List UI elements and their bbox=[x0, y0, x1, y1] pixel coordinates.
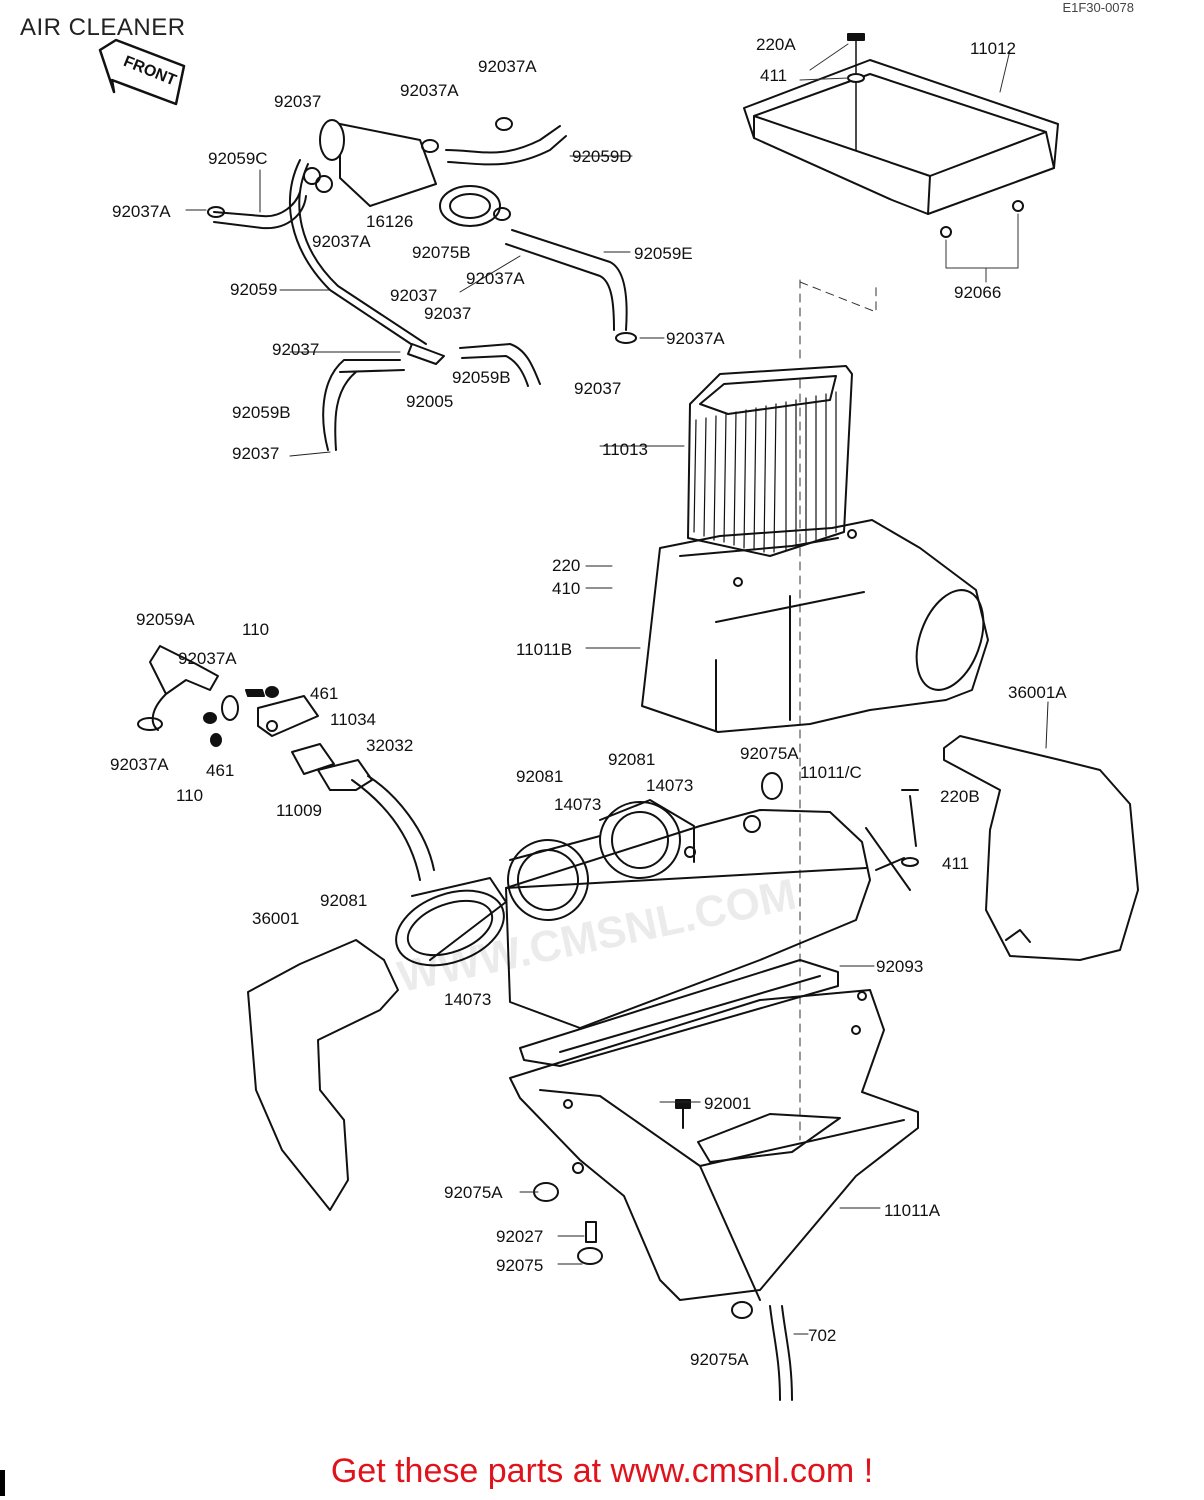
part-label-410[interactable]: 410 bbox=[552, 579, 581, 598]
part-label-220B[interactable]: 220B bbox=[940, 787, 980, 806]
reference-code: E1F30-0078 bbox=[1062, 0, 1134, 15]
part-label-92037_4[interactable]: 92037 bbox=[272, 340, 320, 359]
part-label-411a[interactable]: 411 bbox=[760, 66, 788, 85]
part-label-92037A_1[interactable]: 92037A bbox=[478, 57, 537, 76]
air-cleaner-middle-housing bbox=[505, 772, 919, 1029]
part-label-92066[interactable]: 92066 bbox=[954, 283, 1002, 302]
air-cleaner-upper-housing bbox=[641, 519, 989, 733]
part-label-92075A_2[interactable]: 92075A bbox=[444, 1183, 503, 1202]
part-label-92059A[interactable]: 92059A bbox=[136, 610, 195, 629]
part-label-92005[interactable]: 92005 bbox=[406, 392, 454, 411]
part-label-92037A_5[interactable]: 92037A bbox=[466, 269, 525, 288]
edge-marker bbox=[0, 1470, 5, 1496]
part-label-92081_3[interactable]: 92081 bbox=[320, 891, 368, 910]
part-label-92037_1[interactable]: 92037 bbox=[274, 92, 322, 111]
part-label-92037_2[interactable]: 92037 bbox=[390, 286, 438, 305]
front-arrow-icon: FRONT bbox=[98, 38, 186, 106]
part-label-32032[interactable]: 32032 bbox=[366, 736, 414, 755]
part-label-11011C[interactable]: 11011/C bbox=[800, 763, 862, 782]
part-label-110b[interactable]: 110 bbox=[176, 786, 204, 805]
breather-hoses bbox=[207, 117, 637, 451]
part-label-92037_3[interactable]: 92037 bbox=[424, 304, 472, 323]
part-label-11013[interactable]: 11013 bbox=[602, 440, 649, 459]
air-cleaner-gasket bbox=[519, 959, 839, 1067]
page-title: AIR CLEANER bbox=[20, 14, 186, 41]
part-label-92059C[interactable]: 92059C bbox=[208, 149, 268, 168]
part-label-14073_2[interactable]: 14073 bbox=[554, 795, 602, 814]
part-label-220A[interactable]: 220A bbox=[756, 35, 796, 54]
part-label-92037A_8[interactable]: 92037A bbox=[110, 755, 169, 774]
part-label-92059[interactable]: 92059 bbox=[230, 280, 278, 299]
part-label-702[interactable]: 702 bbox=[808, 1326, 837, 1345]
air-cleaner-lower-housing bbox=[509, 989, 919, 1401]
part-label-92037A_2[interactable]: 92037A bbox=[400, 81, 459, 100]
part-label-92037_6[interactable]: 92037 bbox=[232, 444, 280, 463]
part-label-92093[interactable]: 92093 bbox=[876, 957, 924, 976]
part-label-11012[interactable]: 11012 bbox=[970, 39, 1017, 58]
part-label-92081_1[interactable]: 92081 bbox=[608, 750, 656, 769]
part-label-92037A_6[interactable]: 92037A bbox=[666, 329, 725, 348]
part-label-92059E[interactable]: 92059E bbox=[634, 244, 693, 263]
part-label-36001[interactable]: 36001 bbox=[252, 909, 300, 928]
part-label-220[interactable]: 220 bbox=[552, 556, 581, 575]
part-label-14073_1[interactable]: 14073 bbox=[646, 776, 694, 795]
part-label-11011B[interactable]: 11011B bbox=[516, 640, 573, 659]
side-cover-right bbox=[943, 735, 1139, 961]
part-label-92037A_7[interactable]: 92037A bbox=[178, 649, 237, 668]
part-label-92001[interactable]: 92001 bbox=[704, 1094, 752, 1113]
air-cleaner-cover bbox=[743, 33, 1059, 238]
part-label-92037A_3[interactable]: 92037A bbox=[112, 202, 171, 221]
watermark-text: WWW.CMSNL.COM bbox=[393, 870, 800, 1002]
part-label-36001A[interactable]: 36001A bbox=[1008, 683, 1067, 702]
part-label-92075A_3[interactable]: 92075A bbox=[690, 1350, 749, 1369]
part-label-92037_5[interactable]: 92037 bbox=[574, 379, 622, 398]
part-label-16126[interactable]: 16126 bbox=[366, 212, 414, 231]
part-label-461a[interactable]: 461 bbox=[310, 684, 339, 703]
part-label-11009[interactable]: 11009 bbox=[276, 801, 323, 820]
vacuum-fittings bbox=[137, 645, 435, 881]
part-label-92075A_1[interactable]: 92075A bbox=[740, 744, 799, 763]
part-label-92081_2[interactable]: 92081 bbox=[516, 767, 564, 786]
part-label-461b[interactable]: 461 bbox=[206, 761, 235, 780]
side-cover-left bbox=[247, 939, 399, 1211]
part-label-411b[interactable]: 411 bbox=[942, 854, 970, 873]
part-label-92059D[interactable]: 92059D bbox=[572, 147, 632, 166]
part-label-92027[interactable]: 92027 bbox=[496, 1227, 544, 1246]
part-label-14073_3[interactable]: 14073 bbox=[444, 990, 492, 1009]
call-to-action[interactable]: Get these parts at www.cmsnl.com ! bbox=[330, 1452, 874, 1490]
part-label-92075B[interactable]: 92075B bbox=[412, 243, 471, 262]
part-label-11011A[interactable]: 11011A bbox=[884, 1201, 941, 1220]
air-filter-element bbox=[687, 365, 853, 557]
part-label-92075[interactable]: 92075 bbox=[496, 1256, 544, 1275]
part-label-92059B_2[interactable]: 92059B bbox=[232, 403, 291, 422]
part-label-92059B_1[interactable]: 92059B bbox=[452, 368, 511, 387]
intake-ducts bbox=[395, 799, 695, 967]
part-label-11034[interactable]: 11034 bbox=[330, 710, 377, 729]
part-label-92037A_4[interactable]: 92037A bbox=[312, 232, 371, 251]
part-label-110a[interactable]: 110 bbox=[242, 620, 270, 639]
